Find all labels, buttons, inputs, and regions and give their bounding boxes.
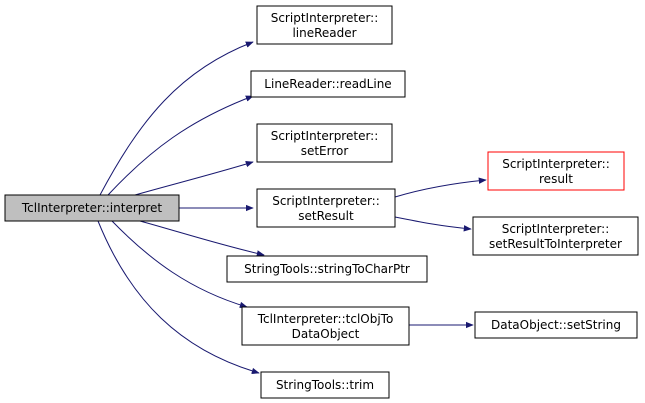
edge-root-to-line-reader — [99, 41, 254, 196]
node-tcl-obj-to-data-object[interactable]: TclInterpreter::tclObjTo DataObject — [241, 306, 410, 346]
node-set-string[interactable]: DataObject::setString — [474, 311, 638, 339]
node-set-result-label-1: ScriptInterpreter:: — [272, 194, 380, 208]
node-trim[interactable]: StringTools::trim — [260, 371, 390, 399]
edge-set-result-to-set-result-to-interpreter — [394, 216, 472, 232]
node-set-result[interactable]: ScriptInterpreter:: setResult — [256, 188, 396, 228]
node-result[interactable]: ScriptInterpreter:: result — [487, 151, 625, 191]
node-set-error-label-1: ScriptInterpreter:: — [271, 129, 379, 143]
node-tcl-obj-to-data-object-label-1: TclInterpreter::tclObjTo — [257, 312, 394, 326]
node-result-label-1: ScriptInterpreter:: — [502, 157, 610, 171]
node-trim-label: StringTools::trim — [276, 378, 374, 392]
edge-root-to-string-to-char-ptr — [139, 220, 265, 257]
node-set-result-label-2: setResult — [298, 209, 354, 223]
node-line-reader-label-1: ScriptInterpreter:: — [271, 11, 379, 25]
node-line-reader-label-2: lineReader — [292, 26, 356, 40]
node-set-result-to-interpreter-label-2: setResultToInterpreter — [489, 237, 622, 251]
node-result-label-2: result — [539, 172, 573, 186]
node-tcl-obj-to-data-object-label-2: DataObject — [292, 327, 360, 341]
node-read-line[interactable]: LineReader::readLine — [250, 70, 406, 98]
edge-root-to-trim — [97, 220, 260, 375]
node-read-line-label: LineReader::readLine — [264, 77, 391, 91]
edge-root-to-set-error — [134, 161, 254, 196]
node-root-label: TclInterpreter::interpret — [21, 201, 163, 215]
node-line-reader[interactable]: ScriptInterpreter:: lineReader — [256, 5, 393, 45]
node-string-to-char-ptr-label: StringTools::stringToCharPtr — [244, 262, 410, 276]
node-root[interactable]: TclInterpreter::interpret — [4, 194, 180, 222]
node-set-string-label: DataObject::setString — [491, 318, 621, 332]
node-set-result-to-interpreter[interactable]: ScriptInterpreter:: setResultToInterpret… — [472, 216, 639, 256]
edge-set-result-to-result — [394, 177, 487, 198]
node-string-to-char-ptr[interactable]: StringTools::stringToCharPtr — [226, 255, 428, 283]
edge-root-to-tcl-obj-to-data-object — [111, 220, 248, 309]
node-set-error[interactable]: ScriptInterpreter:: setError — [256, 123, 393, 163]
edge-root-to-read-line — [107, 95, 254, 196]
node-set-error-label-2: setError — [301, 144, 349, 158]
node-set-result-to-interpreter-label-1: ScriptInterpreter:: — [502, 222, 610, 236]
